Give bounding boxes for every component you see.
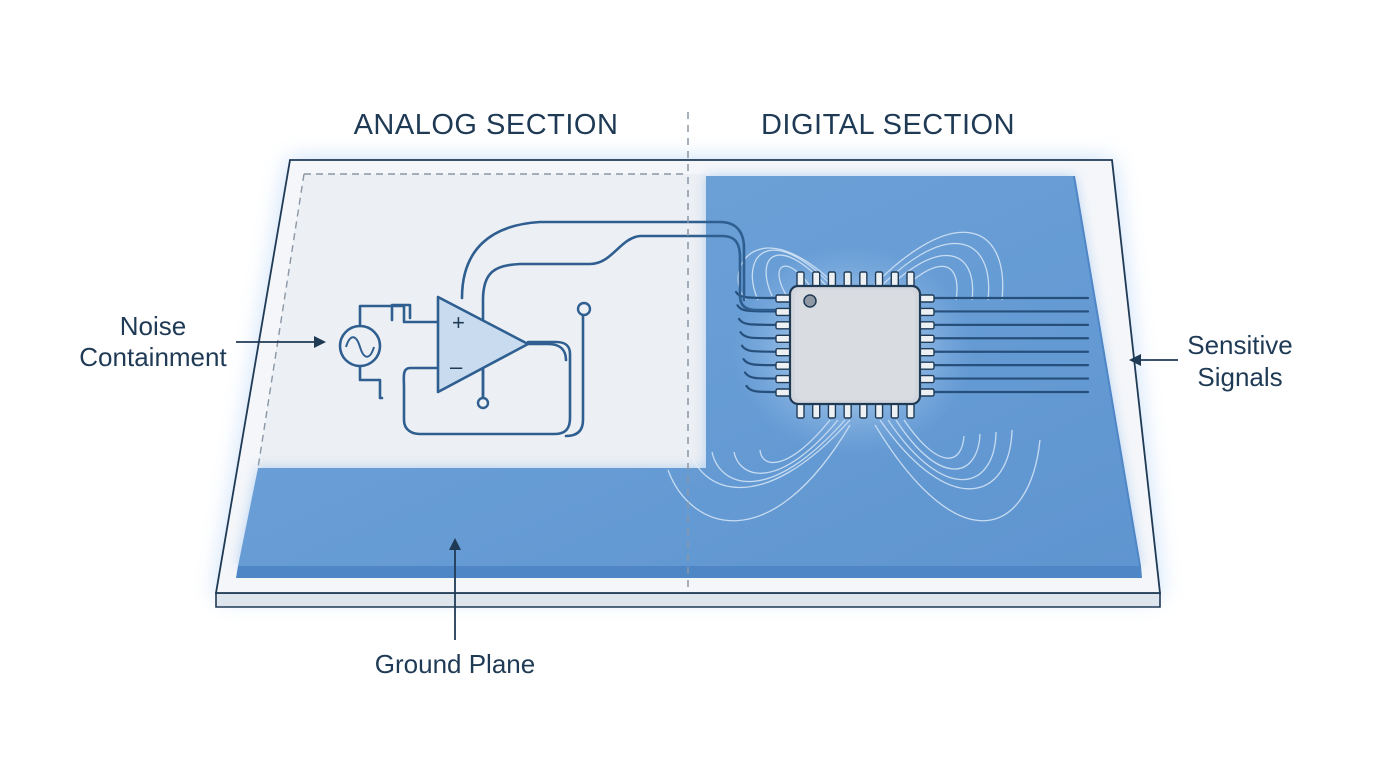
digital-trace-left: [736, 304, 778, 313]
chip-pin-left: [775, 307, 791, 317]
arrow-left-icon: [1129, 354, 1141, 366]
op-amp-icon: + –: [436, 295, 530, 410]
digital-trace-left: [743, 371, 778, 380]
analog-section-title: ANALOG SECTION: [354, 109, 619, 141]
interconnect-traces: [390, 220, 778, 407]
ic-chip-icon: [775, 271, 935, 419]
noise-containment-label-line2: Containment: [79, 342, 227, 372]
chip-pin-left: [775, 294, 791, 303]
analog-circuit: + –: [338, 295, 592, 438]
arrow-up-icon: [449, 538, 461, 550]
chip-pin-right: [919, 374, 935, 384]
digital-trace-left: [737, 317, 778, 326]
ground-plane-callout: Ground Plane: [375, 538, 535, 679]
chip-pin-top: [859, 271, 868, 287]
digital-trace-left: [740, 344, 778, 353]
chip-pin-bottom: [812, 403, 821, 419]
op-amp-minus: –: [450, 354, 463, 379]
chip-pin-bottom: [796, 403, 805, 419]
chip-pin-top: [874, 271, 884, 287]
chip-pin-bottom: [859, 403, 868, 419]
ground-plane-label: Ground Plane: [375, 649, 535, 679]
chip-pin-bottom: [827, 403, 837, 419]
chip-pin-top: [827, 271, 837, 287]
noise-containment-callout: Noise Containment: [79, 311, 326, 372]
digital-trace-left: [742, 358, 778, 367]
chip-pin-bottom: [843, 403, 852, 419]
chip-pin-right: [919, 321, 935, 330]
noise-containment-label-line1: Noise: [120, 311, 186, 341]
chip-pin-left: [775, 388, 791, 397]
chip-pin-top: [812, 271, 821, 287]
digital-trace-left: [745, 384, 778, 394]
chip-pin-right: [919, 348, 935, 357]
chip-pin-top: [890, 271, 899, 287]
chip-pin-bottom: [906, 403, 915, 419]
digital-traces: [734, 290, 1090, 394]
chip-pin-right: [919, 388, 935, 397]
chip-pin-left: [775, 334, 791, 343]
chip-pin-left: [775, 361, 791, 370]
arrow-right-icon: [314, 336, 326, 348]
chip-pin-top: [843, 271, 852, 287]
chip-pin-top: [906, 271, 915, 287]
ac-source-icon: [338, 324, 382, 368]
digital-trace-left: [734, 290, 778, 300]
chip-pin-right: [919, 307, 935, 317]
sensitive-signals-label-line2: Signals: [1197, 362, 1282, 392]
digital-trace-left: [739, 331, 778, 340]
chip-pin-right: [919, 361, 935, 370]
test-point-top: [576, 301, 592, 317]
chip-pin-top: [796, 271, 805, 287]
chip-pin-left: [775, 348, 791, 357]
chip-pin-right: [919, 334, 935, 343]
chip-pin1-marker: [803, 294, 817, 308]
chip-pin-left: [775, 321, 791, 330]
test-point-bottom: [476, 396, 490, 410]
sensitive-signals-callout: Sensitive Signals: [1129, 330, 1293, 392]
sensitive-signals-label-line1: Sensitive: [1187, 330, 1293, 360]
chip-pin-bottom: [874, 403, 884, 419]
chip-pin-left: [775, 374, 791, 384]
chip-pin-right: [919, 294, 935, 303]
chip-pin-bottom: [890, 403, 899, 419]
op-amp-plus: +: [452, 310, 465, 335]
digital-section-title: DIGITAL SECTION: [761, 109, 1015, 141]
